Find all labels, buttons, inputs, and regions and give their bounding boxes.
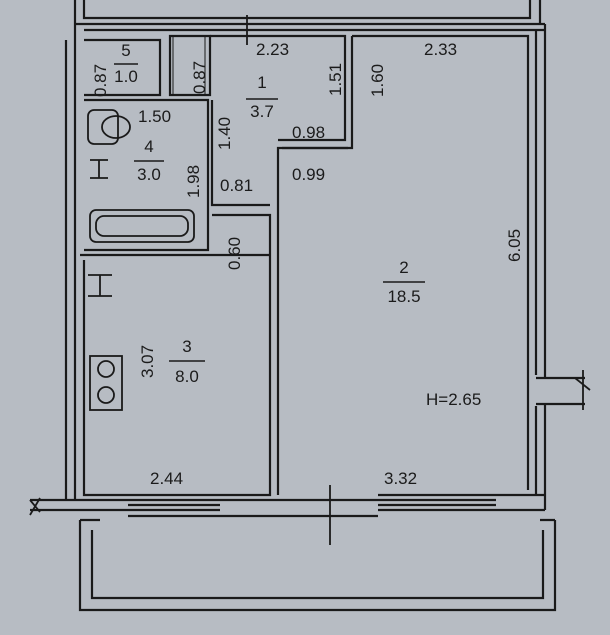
dim-bath-partition: 1.40 [215, 117, 234, 150]
room-3-area: 8.0 [175, 367, 199, 386]
room-1-number: 1 [257, 73, 266, 92]
sink-icon [90, 159, 108, 179]
dim-corridor-width: 0.81 [220, 176, 253, 195]
dim-notch-top: 0.98 [292, 123, 325, 142]
dim-living-width: 2.33 [424, 40, 457, 59]
walls [30, 0, 585, 612]
toilet-bowl-icon [101, 115, 131, 139]
ceiling-height: H=2.65 [426, 390, 481, 409]
room-5-area: 1.0 [114, 67, 138, 86]
bathtub-icon [89, 209, 195, 243]
dim-hall-width: 2.23 [256, 40, 289, 59]
kitchen-sink-icon [88, 274, 112, 297]
room-4-area: 3.0 [137, 165, 161, 184]
dim-kitchen-width: 2.44 [150, 469, 183, 488]
dim-notch-bottom: 0.99 [292, 165, 325, 184]
room-1-area: 3.7 [250, 102, 274, 121]
room-4-number: 4 [144, 137, 153, 156]
dim-corridor-depth: 0.60 [225, 237, 244, 270]
dim-bath-height: 1.98 [184, 165, 203, 198]
stove-icon [89, 355, 123, 411]
dim-living-bottom: 3.32 [384, 469, 417, 488]
dim-room5-right: 0.87 [190, 61, 209, 94]
toilet-icon [87, 109, 119, 145]
dim-room5-width: 0.87 [91, 64, 110, 97]
area-bars [114, 63, 425, 362]
room-5-number: 5 [121, 41, 130, 60]
room-2-number: 2 [399, 258, 408, 277]
dim-living-left: 1.60 [368, 64, 387, 97]
dim-kitchen-height: 3.07 [138, 345, 157, 378]
room-3-number: 3 [182, 337, 191, 356]
room-2-area: 18.5 [387, 287, 420, 306]
dim-living-height: 6.05 [505, 229, 524, 262]
dim-bath-width: 1.50 [138, 107, 171, 126]
dim-hall-depth: 1.51 [326, 63, 345, 96]
fixtures [29, 15, 591, 545]
